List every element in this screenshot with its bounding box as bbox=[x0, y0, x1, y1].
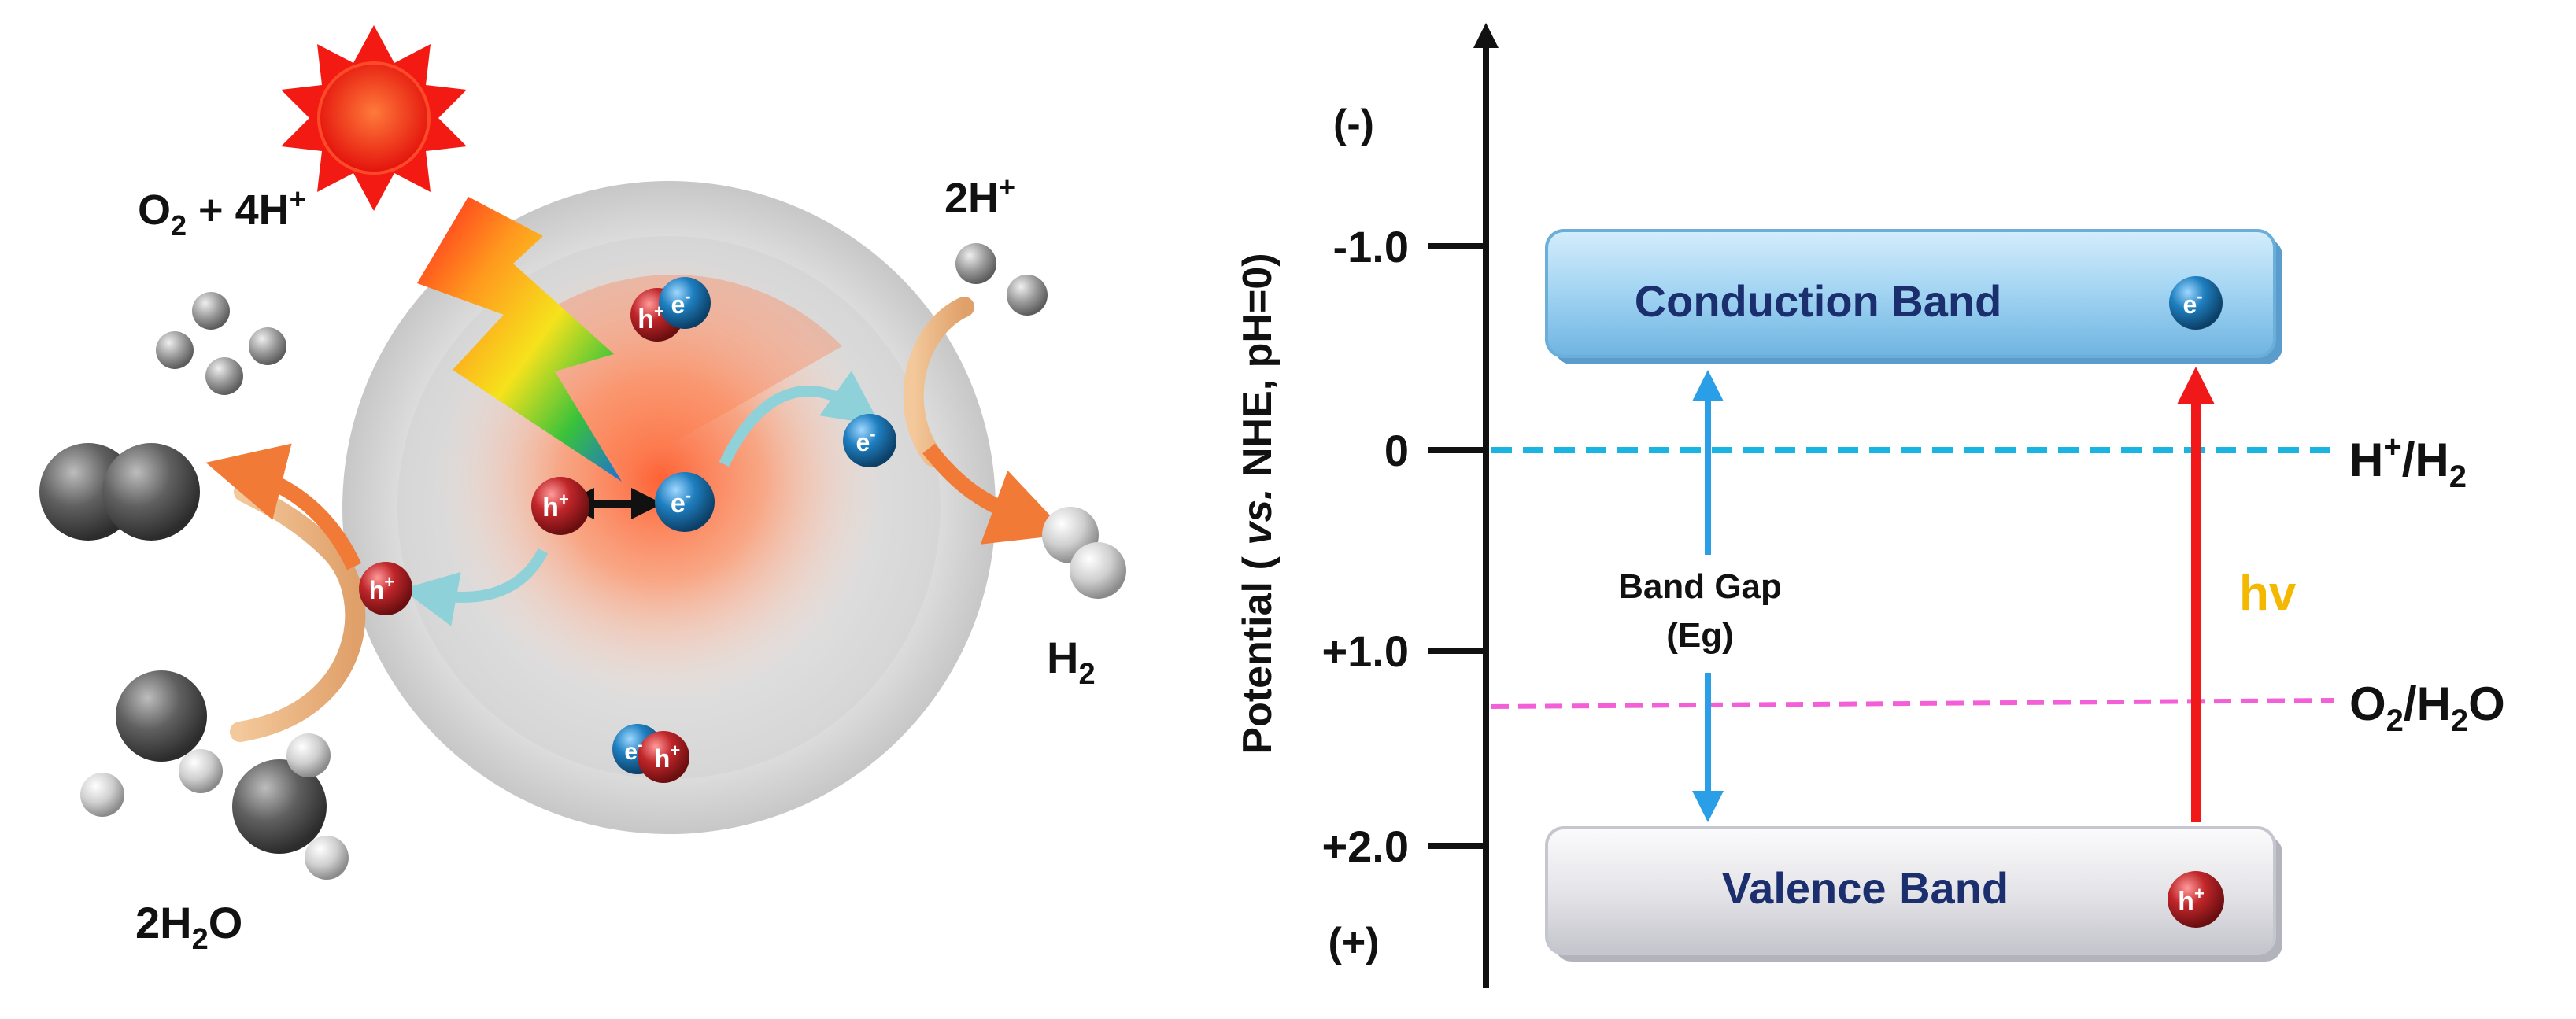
carrier-label: h+ bbox=[638, 301, 664, 334]
hole-center bbox=[531, 477, 589, 535]
light-bolt-icon bbox=[417, 197, 622, 482]
hole-transfer-arrow bbox=[401, 548, 549, 626]
oxidation-product-arrow bbox=[205, 443, 362, 570]
reduction-swoosh bbox=[903, 297, 974, 467]
reduction-product-arrow bbox=[922, 443, 1068, 545]
conduction-band-electron bbox=[2169, 276, 2223, 330]
band-gap-label-backdrop bbox=[1582, 555, 1818, 673]
electron-center bbox=[655, 472, 715, 532]
valence-band-label: Valence Band bbox=[1722, 863, 2009, 913]
carrier-label: e- bbox=[624, 737, 642, 765]
o-oxidation-level-line bbox=[1491, 698, 2334, 709]
right-panel: -1.0 0 +1.0 +2.0 (-) (+) Potential ( vs.… bbox=[1235, 23, 2505, 988]
conduction-band-electron-label: e- bbox=[2182, 286, 2202, 319]
hole-surface bbox=[359, 562, 412, 615]
band-gap-symbol: (Eg) bbox=[1666, 616, 1734, 655]
valence-band-hole-label: h+ bbox=[2178, 884, 2205, 917]
o-oxidation-level-label: O2/H2O bbox=[2349, 677, 2505, 738]
left-panel: h+ e- e- h+ h+ e- e- h+ bbox=[39, 25, 1126, 956]
y-tick-label: +1.0 bbox=[1321, 626, 1409, 676]
band-gap-label: Band Gap bbox=[1618, 567, 1782, 606]
y-axis-ticks bbox=[1428, 243, 1486, 849]
water-label: 2H2O bbox=[135, 898, 242, 956]
y-tick-label: -1.0 bbox=[1333, 222, 1410, 271]
valence-band-bar bbox=[1545, 826, 2282, 962]
conduction-band-label: Conduction Band bbox=[1635, 276, 2002, 326]
valence-band-hole bbox=[2168, 871, 2224, 928]
y-axis-title: Potential ( vs. NHE, pH=0) bbox=[1235, 253, 1281, 754]
photon-energy-label: hv bbox=[2239, 567, 2297, 621]
y-tick-label: 0 bbox=[1384, 426, 1409, 475]
sun-icon bbox=[281, 25, 467, 211]
water-molecule-icon bbox=[80, 670, 223, 817]
y-tick-label: +2.0 bbox=[1321, 821, 1409, 871]
proton-label: 2H+ bbox=[944, 171, 1015, 222]
carrier-label: e- bbox=[671, 486, 691, 519]
oxidation-products-label: O2 + 4H+ bbox=[138, 183, 306, 242]
electron-hole-pair-top bbox=[630, 277, 711, 342]
water-molecule-icon bbox=[232, 733, 349, 880]
hydrogen-label: H2 bbox=[1047, 633, 1096, 691]
carrier-label: e- bbox=[671, 286, 690, 319]
conduction-band-bar bbox=[1545, 229, 2282, 364]
proton-pair-icon bbox=[955, 243, 1048, 316]
oxygen-proton-cluster bbox=[156, 292, 286, 395]
h-reduction-level-label: H+/H2 bbox=[2349, 430, 2467, 494]
carrier-label: e- bbox=[856, 424, 875, 456]
y-axis-positive-sign: (+) bbox=[1329, 920, 1380, 965]
hydrogen-molecule-icon bbox=[1042, 507, 1126, 599]
excited-wedge bbox=[512, 275, 842, 472]
carrier-label: h+ bbox=[369, 572, 394, 604]
carrier-label: h+ bbox=[542, 489, 569, 522]
electron-surface bbox=[843, 414, 896, 467]
y-axis-negative-sign: (-) bbox=[1333, 102, 1374, 147]
electron-hole-pair-bottom bbox=[612, 724, 689, 783]
electron-transfer-arrow bbox=[719, 371, 881, 467]
oxygen-molecule-icon bbox=[39, 443, 200, 541]
carrier-label: h+ bbox=[655, 740, 680, 773]
